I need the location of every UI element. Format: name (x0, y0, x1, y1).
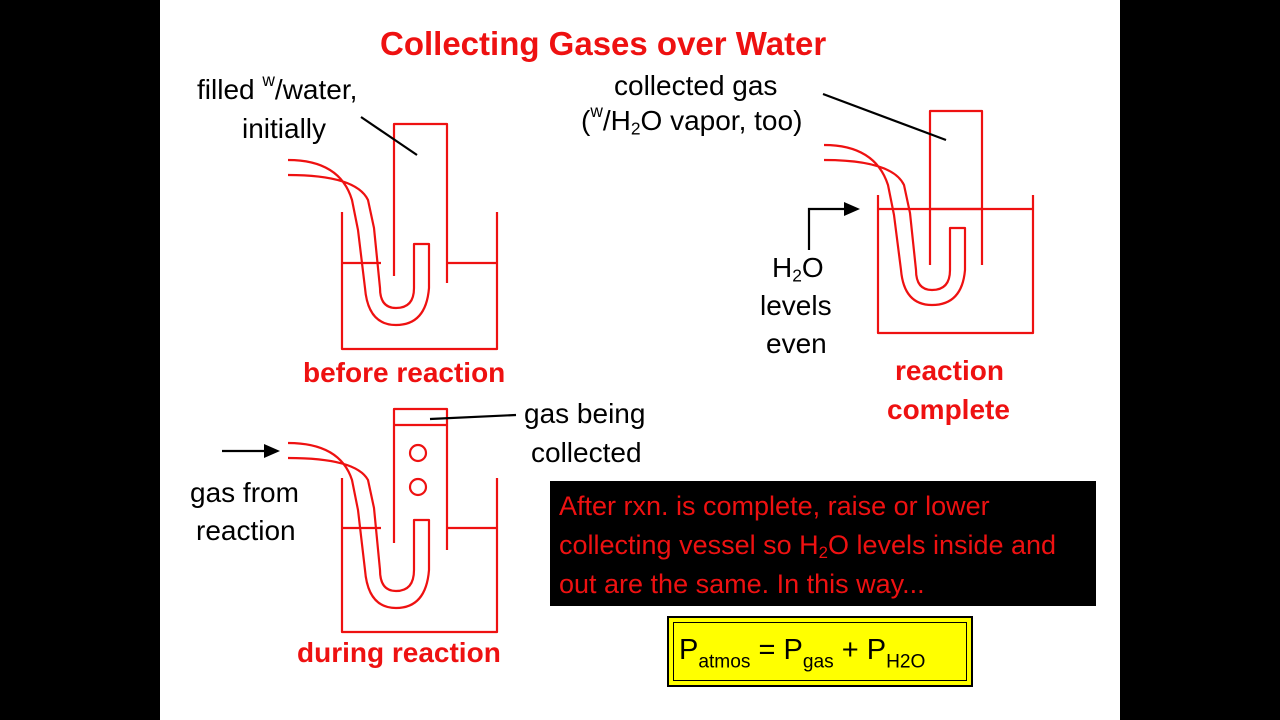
label-collected-gas: collected gas (614, 70, 778, 101)
collecting-tube-during (392, 407, 449, 550)
equation-box-inner-border (673, 622, 967, 681)
beaker-before (340, 212, 499, 351)
label-levels: levels (760, 290, 832, 321)
note-box: After rxn. is complete, raise or lower c… (550, 481, 1096, 606)
label-initially: initially (242, 113, 327, 144)
beaker-during (340, 478, 499, 634)
arrow-h2o-shaft (807, 207, 848, 250)
label-filled-with-water: filled w/water, (197, 69, 358, 105)
label-gas-being: gas being (524, 398, 646, 429)
collecting-tube-complete (928, 109, 984, 265)
apparatus-diagrams (222, 92, 1035, 634)
apparatus-complete (823, 109, 1035, 335)
arrow-h2o-head (844, 202, 860, 216)
apparatus-before (287, 122, 499, 351)
pressure-equation: Patmos = Pgas + PH2O (679, 634, 926, 673)
equation-box: Patmos = Pgas + PH2O (667, 616, 973, 687)
gas-tube-during-outer (287, 441, 431, 610)
pointer-line-filled (360, 116, 418, 156)
arrow-gas-from-head (264, 444, 280, 458)
apparatus-during (287, 407, 499, 634)
gas-bubble-2 (408, 477, 428, 497)
collecting-tube-before (392, 122, 449, 283)
pointer-line-gas-being (429, 413, 517, 421)
label-even: even (766, 328, 827, 359)
slide: Collecting Gases over Water filled w/wat… (160, 0, 1120, 720)
caption-complete: complete (887, 394, 1010, 425)
label-reaction: reaction (196, 515, 296, 546)
caption-before-reaction: before reaction (303, 357, 506, 388)
gas-bubble-1 (408, 443, 428, 463)
label-collected: collected (531, 437, 642, 468)
caption-during-reaction: during reaction (297, 637, 501, 668)
pointer-line-collected-gas (822, 92, 947, 142)
label-gas-from: gas from (190, 477, 299, 508)
label-with-h2o-vapor: (w/H2O vapor, too) (581, 100, 803, 139)
note-text: After rxn. is complete, raise or lower c… (559, 491, 1057, 599)
gas-tube-before-outer (287, 158, 431, 327)
beaker-complete (876, 195, 1035, 335)
slide-title: Collecting Gases over Water (380, 25, 827, 62)
label-h2o: H2O (772, 252, 824, 286)
gas-tube-complete-outer (823, 143, 967, 307)
caption-reaction: reaction (895, 355, 1004, 386)
